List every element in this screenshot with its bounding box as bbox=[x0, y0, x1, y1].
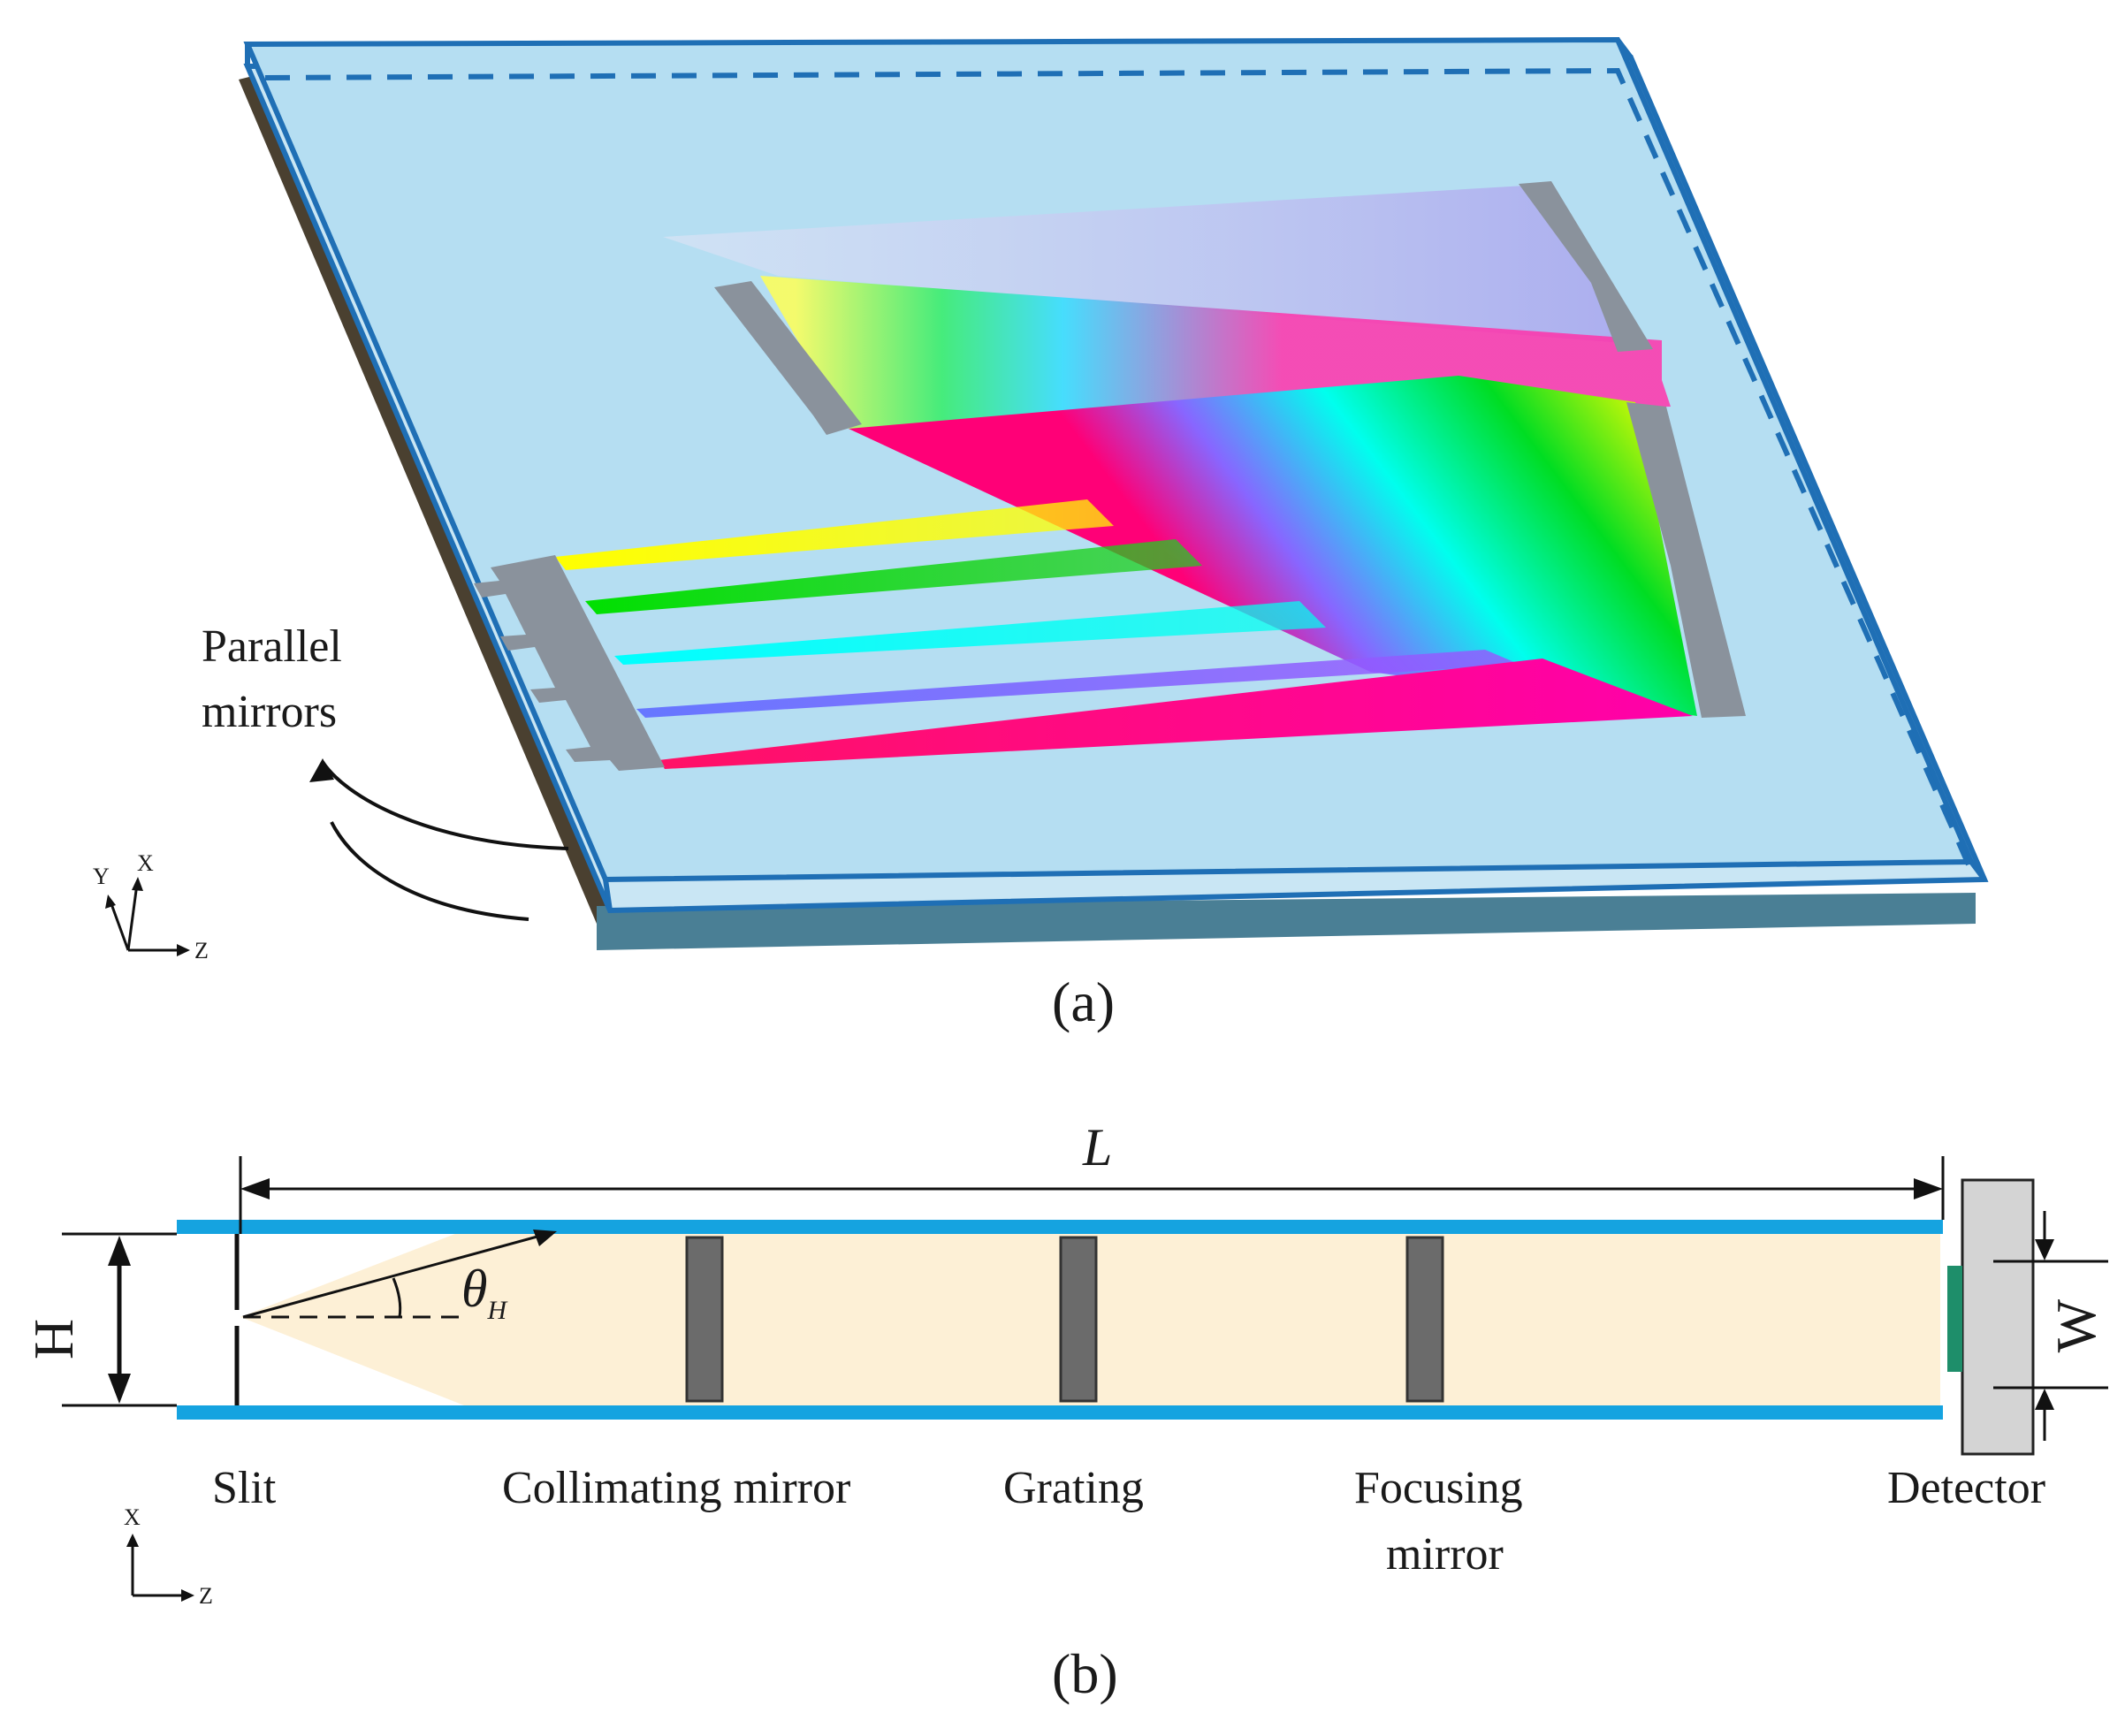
detector-sensor bbox=[1947, 1266, 1962, 1372]
plate-edge-bottom-left bbox=[603, 879, 613, 911]
grating bbox=[1059, 1236, 1098, 1403]
axis-a-x: X bbox=[137, 850, 154, 876]
detector-label: Detector bbox=[1887, 1463, 2045, 1513]
base-side-dark bbox=[239, 75, 614, 924]
theta-arc bbox=[392, 1277, 402, 1318]
plate-hidden-edge bbox=[264, 67, 1974, 872]
focusing-mirror-label-line1: Focusing bbox=[1354, 1463, 1523, 1513]
length-arrow-left bbox=[240, 1178, 270, 1199]
axis-a-z: Z bbox=[194, 938, 209, 963]
panel-b-caption: (b) bbox=[1052, 1642, 1118, 1705]
width-arrow-bottom bbox=[2035, 1389, 2054, 1410]
plate-edge-top-right bbox=[1615, 38, 1634, 59]
bottom-waveguide-plate bbox=[177, 1405, 1943, 1420]
length-label: L bbox=[1082, 1118, 1112, 1176]
theta-subscript: H bbox=[486, 1296, 508, 1325]
axis-b-x: X bbox=[124, 1504, 141, 1530]
parallel-mirrors-arrow bbox=[321, 760, 569, 850]
axis-b-z: Z bbox=[199, 1583, 213, 1609]
axis-triad-b: X Z bbox=[124, 1504, 213, 1609]
grating-3d bbox=[1519, 181, 1653, 352]
parallel-mirrors-comb bbox=[474, 555, 665, 771]
top-waveguide-plate bbox=[177, 1220, 1943, 1234]
collimating-mirror-label: Collimating mirror bbox=[502, 1463, 850, 1513]
height-label: H bbox=[22, 1319, 85, 1359]
panel-a-3d-view: Parallel mirrors Y X Z (a) bbox=[93, 36, 1989, 1033]
beam-green bbox=[585, 539, 1202, 614]
parallel-mirrors-label-line2: mirrors bbox=[202, 687, 337, 737]
width-label: W bbox=[2045, 1298, 2107, 1352]
axis-a-y: Y bbox=[93, 864, 110, 889]
panel-b-side-view: θH L H W Slit Collimating mirror Gr bbox=[22, 1118, 2108, 1705]
panel-a-caption: (a) bbox=[1052, 971, 1115, 1033]
collimating-mirror-3d bbox=[714, 281, 862, 435]
beam-cyan bbox=[614, 601, 1326, 665]
length-arrow-right bbox=[1914, 1178, 1943, 1199]
theta-label: θH bbox=[461, 1260, 508, 1325]
height-arrow-top bbox=[108, 1236, 131, 1266]
grating-label: Grating bbox=[1003, 1463, 1144, 1513]
detector-body bbox=[1961, 1178, 2035, 1456]
slit-label: Slit bbox=[212, 1463, 277, 1513]
beam-pink bbox=[659, 659, 1693, 769]
parallel-mirrors-arrow-2 bbox=[330, 821, 529, 921]
theta-ray bbox=[242, 1233, 545, 1319]
collimating-mirror bbox=[685, 1236, 724, 1403]
axis-triad-a: Y X Z bbox=[93, 850, 209, 963]
plate-edge-bottom-right bbox=[1969, 860, 1987, 881]
height-arrow-bottom bbox=[108, 1374, 131, 1404]
focusing-mirror-3d bbox=[1626, 402, 1746, 718]
parallel-mirrors-arrowhead bbox=[309, 758, 334, 782]
dispersed-fan bbox=[849, 376, 1697, 716]
focusing-mirror-label-line2: mirror bbox=[1386, 1529, 1504, 1580]
width-arrow-top bbox=[2035, 1239, 2054, 1260]
parallel-mirrors-label-line1: Parallel bbox=[202, 621, 342, 672]
base-front-teal bbox=[597, 893, 1976, 950]
beam-yellow bbox=[555, 499, 1114, 570]
beam-blue bbox=[636, 650, 1520, 718]
focusing-mirror bbox=[1405, 1236, 1444, 1403]
theta-ray-arrowhead bbox=[533, 1230, 557, 1246]
faint-beam bbox=[663, 186, 1644, 345]
